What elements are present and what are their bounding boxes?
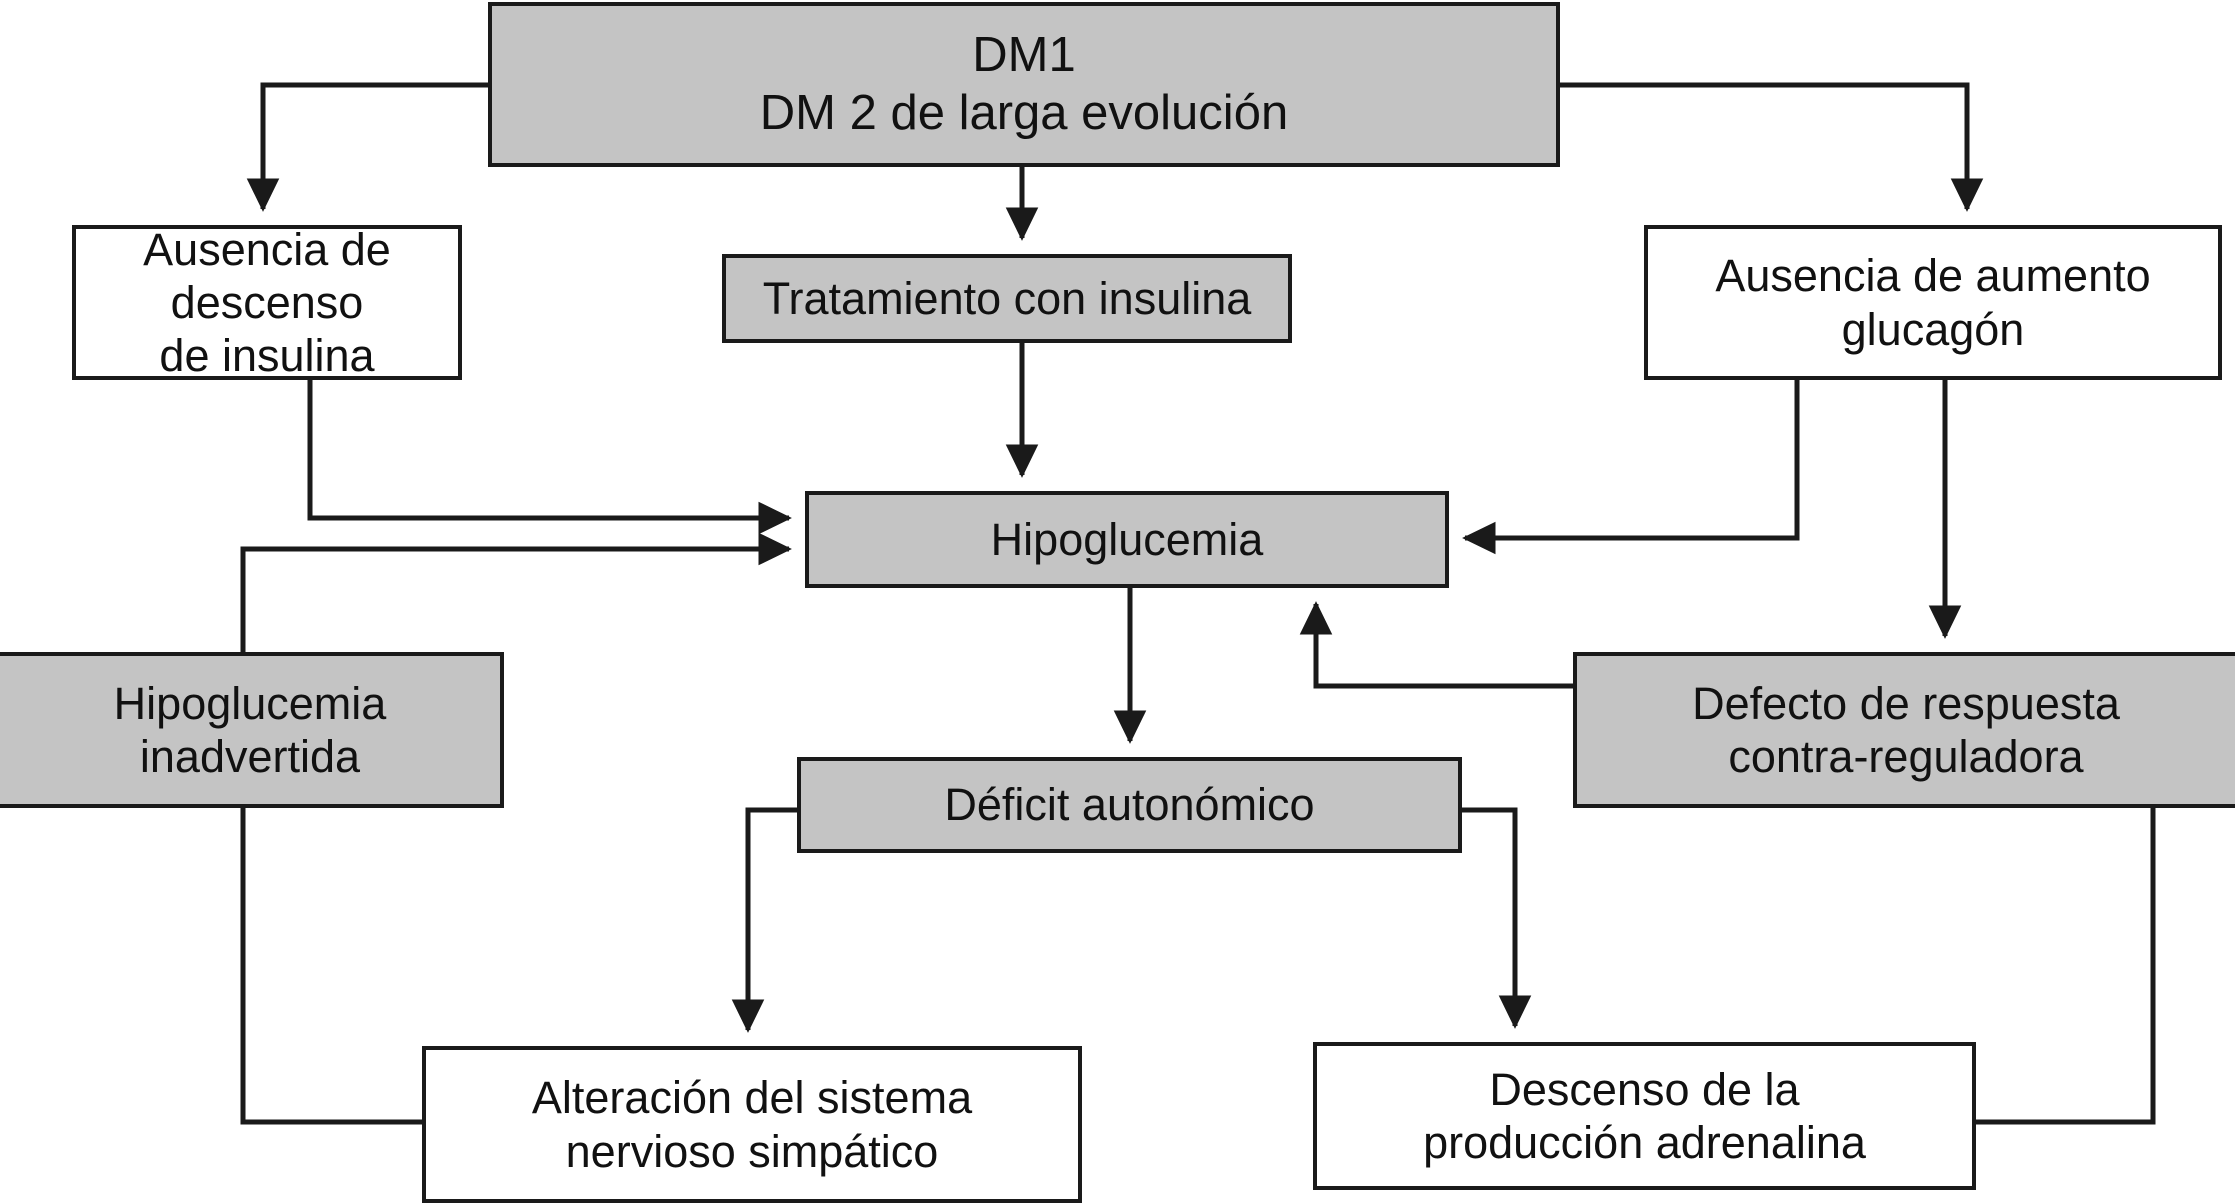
edge-descenso-adrenalina-to-defecto [1976, 808, 2156, 1125]
edge-dm1-to-ausencia-descenso [246, 82, 488, 212]
node-defecto-respuesta-contrareguladora-label: Defecto de respuesta contra-reguladora [1692, 677, 2120, 782]
node-defecto-respuesta-contrareguladora[interactable]: Defecto de respuesta contra-reguladora [1573, 652, 2235, 808]
edge-deficit-to-descenso-adrenalina [1462, 807, 1532, 1029]
edge-ausencia-aumento-to-hipoglucemia [1462, 380, 1800, 555]
edge-defecto-to-hipoglucemia [1299, 601, 1573, 689]
node-descenso-produccion-adrenalina[interactable]: Descenso de la producción adrenalina [1313, 1042, 1976, 1190]
edge-dm1-to-ausencia-aumento [1560, 82, 1984, 212]
node-ausencia-descenso-insulina-label: Ausencia de descenso de insulina [143, 223, 391, 382]
edge-hipoglucemia-inadvertida-to-hipoglucemia [240, 532, 792, 652]
node-ausencia-descenso-insulina[interactable]: Ausencia de descenso de insulina [72, 223, 462, 382]
node-dm1[interactable]: DM1 DM 2 de larga evolución [488, 2, 1560, 167]
node-alteracion-sistema-nervioso-simpatico-label: Alteración del sistema nervioso simpátic… [531, 1072, 973, 1177]
node-hipoglucemia-inadvertida[interactable]: Hipoglucemia inadvertida [0, 652, 504, 808]
node-tratamiento-insulina[interactable]: Tratamiento con insulina [722, 254, 1292, 343]
node-dm1-label: DM1 DM 2 de larga evolución [759, 27, 1289, 140]
node-alteracion-sistema-nervioso-simpatico[interactable]: Alteración del sistema nervioso simpátic… [422, 1046, 1082, 1203]
node-deficit-autonomico-label: Déficit autonómico [944, 779, 1315, 831]
node-hipoglucemia-inadvertida-label: Hipoglucemia inadvertida [113, 677, 387, 782]
node-hipoglucemia-label: Hipoglucemia [990, 513, 1264, 565]
edge-ausencia-descenso-to-hipoglucemia [307, 380, 792, 535]
node-ausencia-aumento-glucagon[interactable]: Ausencia de aumento glucagón [1644, 225, 2222, 380]
node-hipoglucemia[interactable]: Hipoglucemia [805, 491, 1449, 588]
edge-deficit-to-alteracion [731, 807, 797, 1033]
node-deficit-autonomico[interactable]: Déficit autonómico [797, 757, 1462, 853]
edge-alteracion-to-hipoglucemia-inadvertida [240, 808, 422, 1125]
node-descenso-produccion-adrenalina-label: Descenso de la producción adrenalina [1423, 1063, 1866, 1168]
node-tratamiento-insulina-label: Tratamiento con insulina [762, 272, 1252, 324]
node-ausencia-aumento-glucagon-label: Ausencia de aumento glucagón [1715, 250, 2151, 355]
